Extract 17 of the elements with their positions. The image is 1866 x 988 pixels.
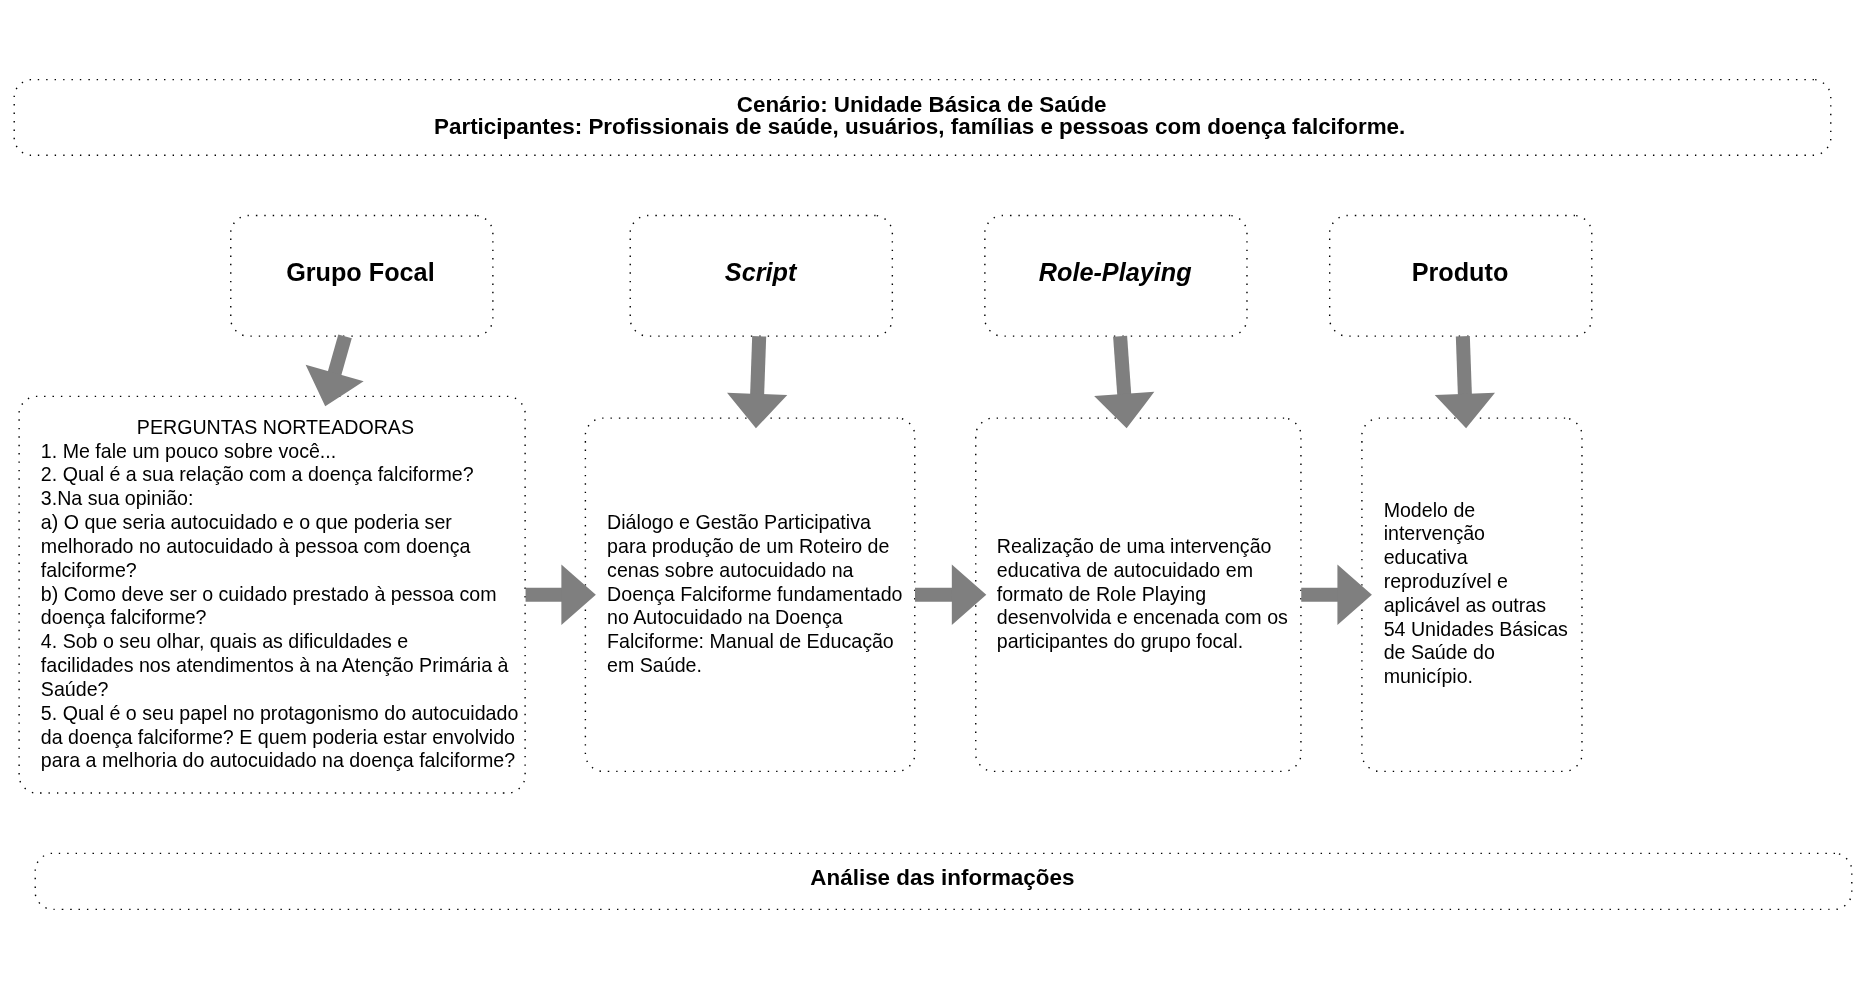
arrow	[1434, 335, 1495, 428]
arrow	[525, 564, 596, 625]
node-box: Grupo Focal	[230, 214, 494, 337]
node-box: Cenário: Unidade Básica de Saúde Participantes: Profissionais de saúde, usuários, famílias e pessoas com doença falciforme.	[13, 78, 1832, 156]
node-box: PERGUNTAS NORTEADORAS 1. Me fale um pouco sobre você... 2. Qual é a sua relação com a doença falciforme? 3.Na sua opinião: a) O que seria autocuidado e o que poderia ser melhorado no autocuidado à pessoa com doença falciforme? b) Como deve ser o cuidado prestado à pessoa com doença falciforme? 4. Sob o seu olhar, quais as dificuldades e facilidades nos atendimentos à na Atenção Primária à Saúde? 5. Qual é o seu papel no protagonismo do autocuidado da doença falciforme? E quem poderia estar envolvido para a melhoria do autocuidado na doença falciforme?	[18, 395, 526, 794]
arrow	[305, 333, 364, 406]
arrow	[1301, 564, 1372, 625]
node-box: Role-Playing	[984, 214, 1248, 337]
arrow	[1094, 335, 1155, 428]
node-box: Script	[629, 214, 894, 337]
arrow	[727, 335, 788, 428]
arrow	[915, 564, 987, 625]
node-box: Modelo de intervenção educativa reproduzível e aplicável as outras 54 Unidades Básicas de Saúde do município.	[1361, 416, 1583, 772]
node-box: Realização de uma intervenção educativa de autocuidado em formato de Role Playing desenvolvida e encenada com os participantes do grupo focal.	[975, 416, 1302, 772]
node-box: Produto	[1328, 214, 1593, 337]
node-box: Análise das informações	[34, 852, 1853, 910]
node-box: Diálogo e Gestão Participativa para produção de um Roteiro de cenas sobre autocuidado na Doença Falciforme fundamentado no Autocuidado na Doença Falciforme: Manual de Educação em Saúde.	[584, 416, 916, 772]
